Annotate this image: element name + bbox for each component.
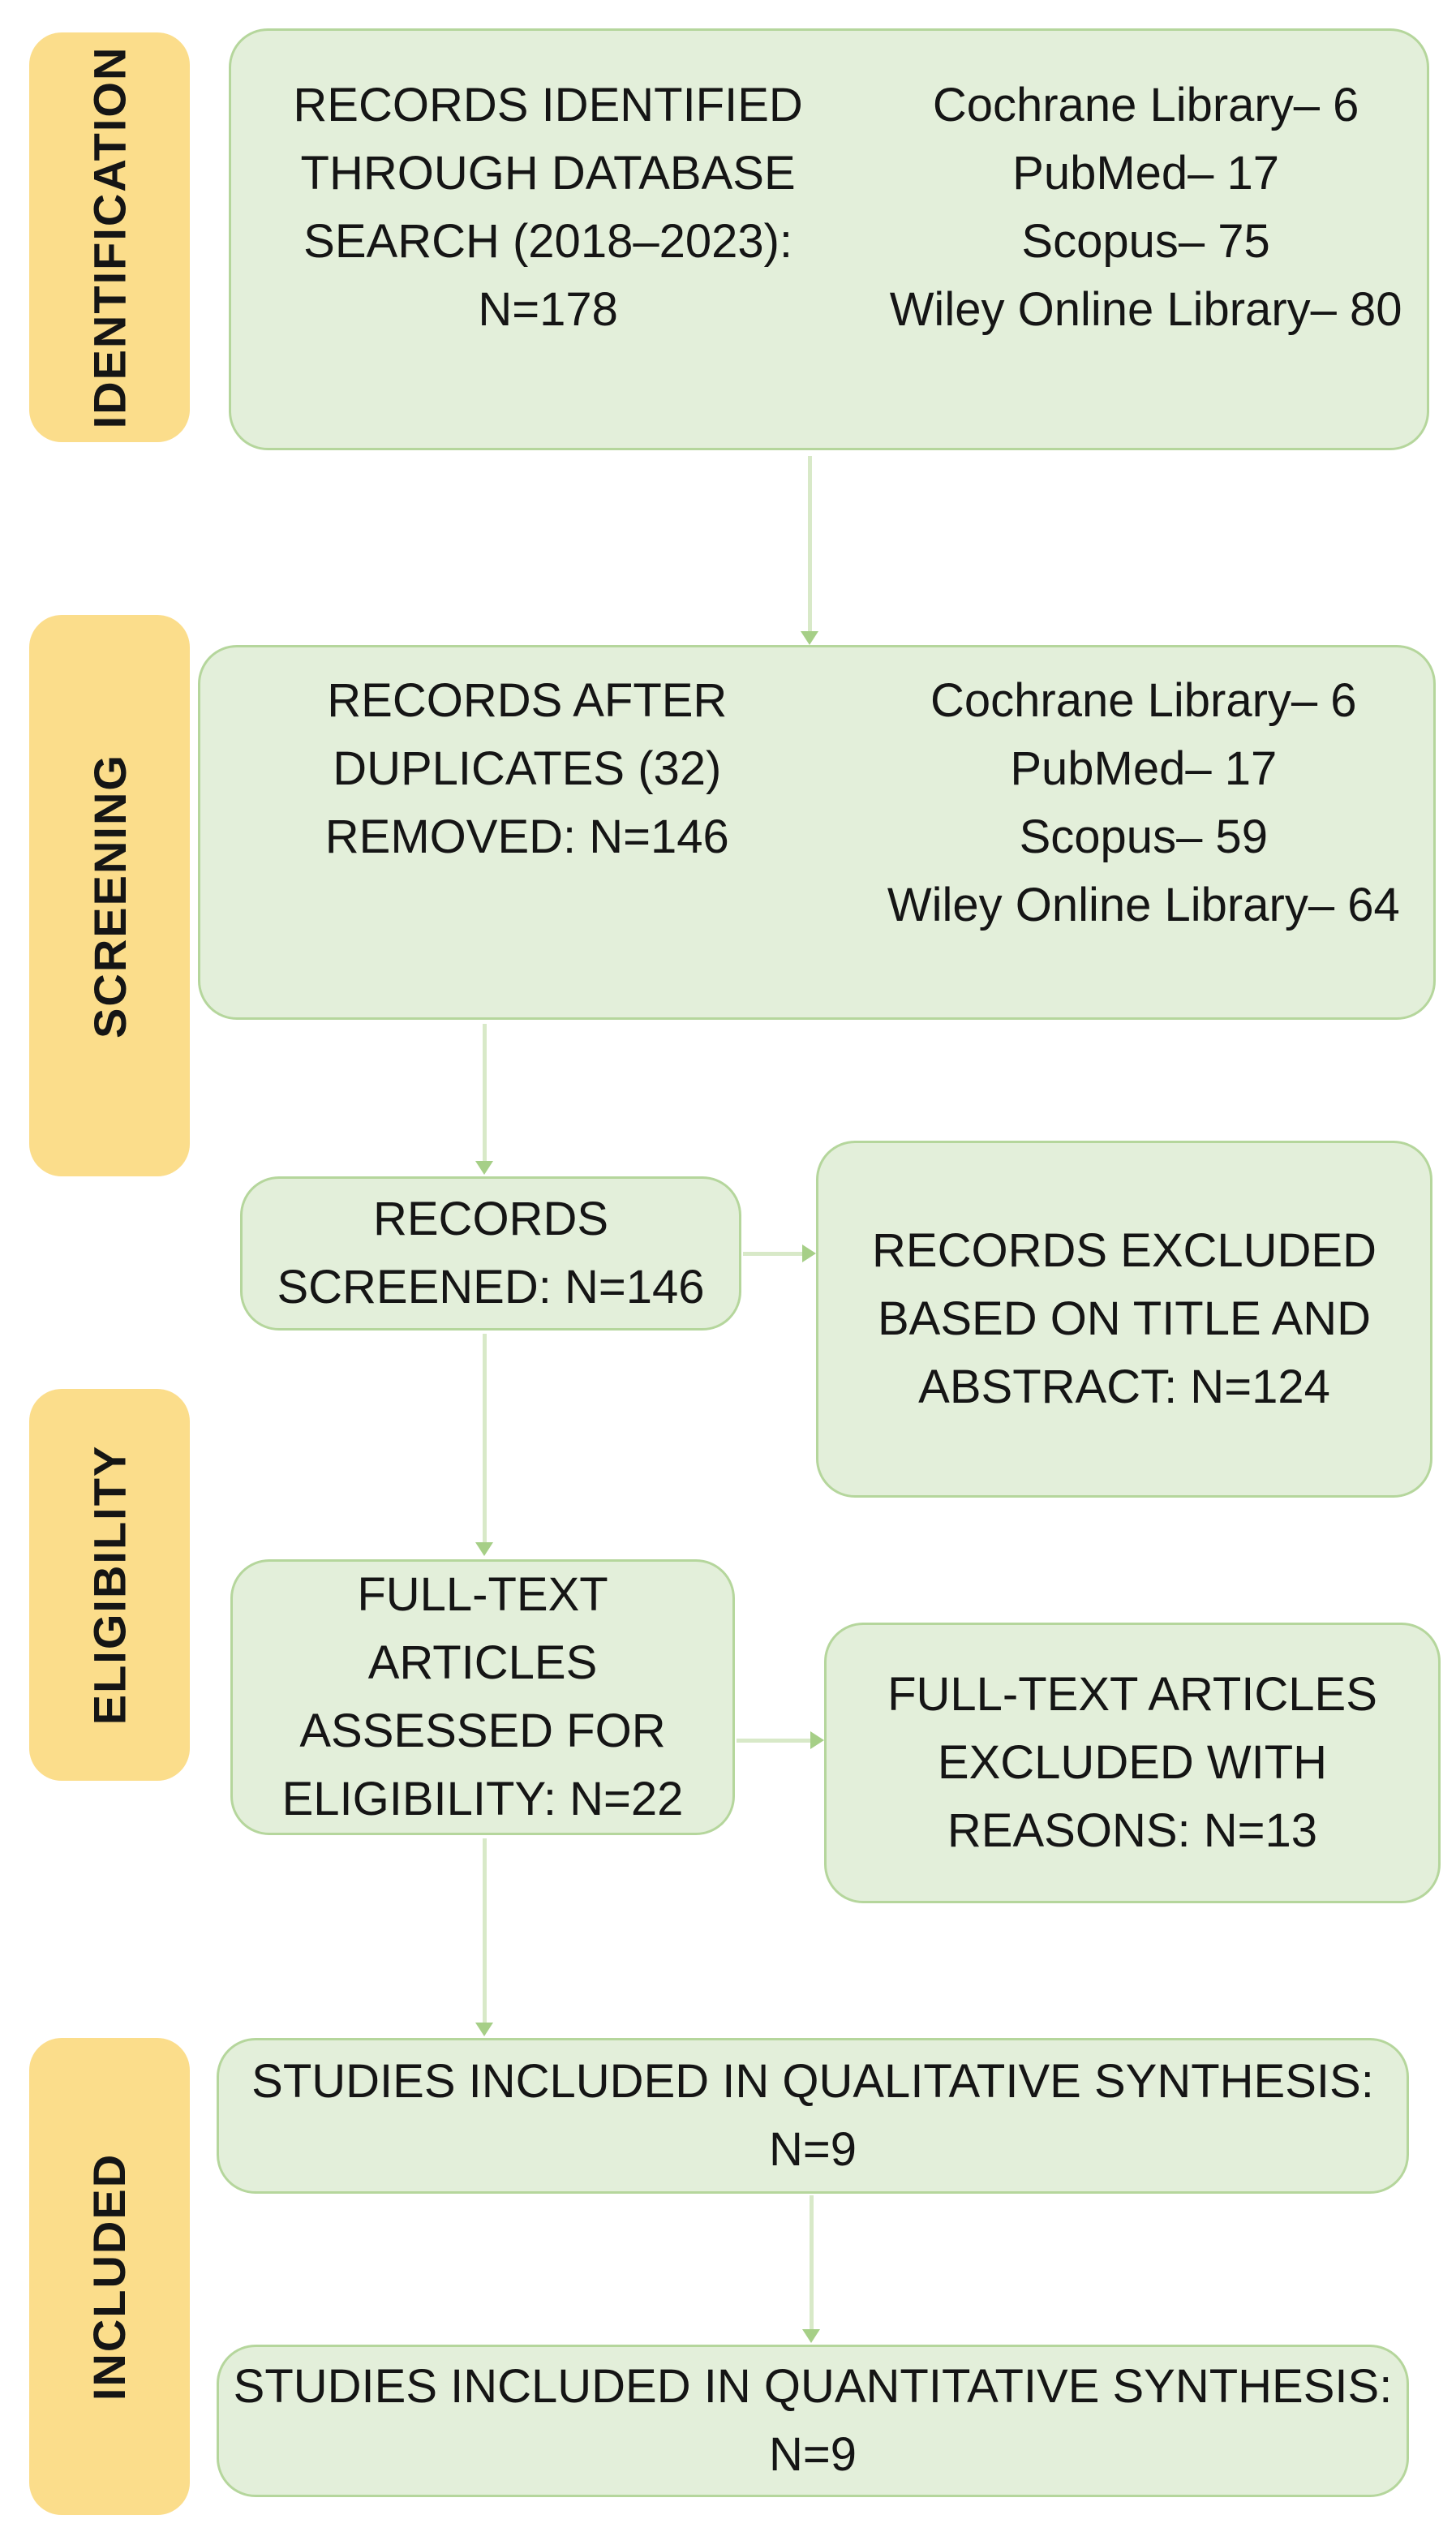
flow-box-qualitative-synthesis: STUDIES INCLUDED IN QUALITATIVE SYNTHESI… [217, 2038, 1409, 2194]
flow-box-records-screened: RECORDS SCREENED: N=146 [240, 1176, 741, 1331]
box-text-line: STUDIES INCLUDED IN QUANTITATIVE SYNTHES… [233, 2360, 1393, 2413]
stage-band-included: INCLUDED [29, 2038, 190, 2515]
box-text-line: RECORDS AFTER [327, 674, 728, 727]
flow-box-fulltext-assessed: FULL-TEXT ARTICLES ASSESSED FOR ELIGIBIL… [230, 1559, 735, 1835]
after-duplicates-databases-column: Cochrane Library– 6 PubMed– 17 Scopus– 5… [854, 647, 1433, 939]
records-identified-summary-column: RECORDS IDENTIFIED THROUGH DATABASE SEAR… [231, 31, 865, 344]
arrow-head-down-icon [475, 2023, 493, 2036]
flow-arrow-screened-to-excluded [743, 1244, 816, 1263]
after-duplicates-summary-column: RECORDS AFTER DUPLICATES (32) REMOVED: N… [200, 647, 854, 871]
flow-arrow-fulltext-to-qualitative [475, 1838, 494, 2036]
box-text-line: N=178 [478, 283, 618, 336]
box-text-line: Wiley Online Library– 80 [889, 283, 1402, 336]
box-text-line: FULL-TEXT ARTICLES [887, 1668, 1377, 1721]
stage-label-screening: SCREENING [84, 753, 135, 1038]
records-identified-databases-column: Cochrane Library– 6 PubMed– 17 Scopus– 7… [865, 31, 1427, 344]
box-text-line: ELIGIBILITY: N=22 [281, 1773, 684, 1825]
box-text-line: BASED ON TITLE AND [877, 1292, 1372, 1345]
box-text-line: REMOVED: N=146 [324, 810, 729, 863]
flow-box-after-duplicates: RECORDS AFTER DUPLICATES (32) REMOVED: N… [198, 645, 1436, 1020]
box-text-line: PubMed– 17 [1012, 147, 1280, 200]
arrow-stem [482, 1334, 487, 1542]
box-text-line: DUPLICATES (32) [333, 742, 722, 795]
arrow-stem [807, 456, 812, 631]
arrow-head-down-icon [475, 1161, 493, 1175]
stage-band-screening: SCREENING [29, 615, 190, 1176]
flow-box-records-identified: RECORDS IDENTIFIED THROUGH DATABASE SEAR… [229, 28, 1429, 450]
stage-label-included: INCLUDED [84, 2152, 135, 2401]
box-text-line: EXCLUDED WITH [937, 1736, 1328, 1789]
stage-band-eligibility: ELIGIBILITY [29, 1389, 190, 1781]
arrow-head-down-icon [475, 1542, 493, 1556]
arrow-head-right-icon [802, 1245, 816, 1262]
arrow-stem [809, 2195, 814, 2329]
box-text-line: N=9 [768, 2428, 857, 2481]
box-text-line: STUDIES INCLUDED IN QUALITATIVE SYNTHESI… [251, 2055, 1374, 2108]
box-text-line: Scopus– 59 [1019, 810, 1268, 863]
box-text-line: PubMed– 17 [1010, 742, 1278, 795]
flow-box-fulltext-excluded: FULL-TEXT ARTICLES EXCLUDED WITH REASONS… [824, 1623, 1441, 1903]
box-text-line: N=9 [768, 2123, 857, 2176]
stage-band-identification: IDENTIFICATION [29, 32, 190, 442]
flow-box-records-excluded-title-abstract: RECORDS EXCLUDED BASED ON TITLE AND ABST… [816, 1141, 1432, 1498]
arrow-stem [737, 1738, 810, 1743]
flow-arrow-screened-to-fulltext [475, 1334, 494, 1556]
arrow-stem [743, 1251, 802, 1256]
stage-label-identification: IDENTIFICATION [84, 45, 135, 429]
box-text-line: ARTICLES [367, 1636, 598, 1689]
box-text-line: Cochrane Library– 6 [932, 79, 1359, 131]
box-text-line: SCREENED: N=146 [277, 1261, 705, 1313]
flow-arrow-fulltext-to-excluded [737, 1730, 824, 1750]
box-text-line: RECORDS IDENTIFIED [293, 79, 803, 131]
flow-arrow-qualitative-to-quantitative [801, 2195, 821, 2343]
box-text-line: Scopus– 75 [1021, 215, 1270, 268]
box-text-line: ASSESSED FOR [299, 1705, 666, 1757]
box-text-line: Wiley Online Library– 64 [887, 879, 1400, 931]
arrow-head-down-icon [801, 631, 818, 645]
box-text-line: THROUGH DATABASE [300, 147, 796, 200]
box-text-line: RECORDS EXCLUDED [872, 1224, 1377, 1277]
arrow-head-right-icon [810, 1731, 824, 1749]
flow-arrow-identified-to-duplicates [800, 456, 819, 645]
arrow-stem [482, 1838, 487, 2023]
flow-arrow-duplicates-to-screened [475, 1024, 494, 1175]
box-text-line: REASONS: N=13 [947, 1804, 1318, 1857]
box-text-line: RECORDS [372, 1193, 609, 1245]
arrow-stem [482, 1024, 487, 1161]
flow-box-quantitative-synthesis: STUDIES INCLUDED IN QUANTITATIVE SYNTHES… [217, 2345, 1409, 2497]
box-text-line: SEARCH (2018–2023): [303, 215, 793, 268]
box-text-line: ABSTRACT: N=124 [918, 1361, 1330, 1413]
stage-label-eligibility: ELIGIBILITY [84, 1444, 135, 1726]
box-text-line: FULL-TEXT [357, 1568, 608, 1621]
box-text-line: Cochrane Library– 6 [930, 674, 1357, 727]
arrow-head-down-icon [802, 2329, 820, 2343]
